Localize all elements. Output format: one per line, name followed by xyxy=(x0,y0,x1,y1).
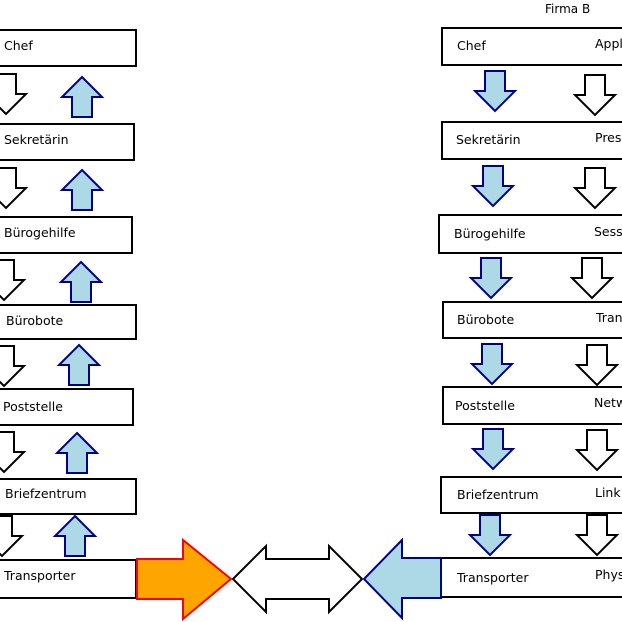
left-down-arrow-white-3 xyxy=(0,259,25,301)
right-down-arrow-blue-5 xyxy=(472,428,514,470)
right-layer-netw: Netw xyxy=(594,395,622,410)
right-layer-sess: Sess xyxy=(594,224,622,239)
left-up-arrow-blue-3 xyxy=(60,261,102,303)
left-label-transporter: Transporter xyxy=(4,568,76,583)
right-box-sekretaerin: Sekretärin Pres xyxy=(441,121,622,160)
right-layer-phys: Phys xyxy=(595,567,622,582)
right-label-briefzentrum: Briefzentrum xyxy=(457,487,539,502)
right-box-poststelle: Poststelle Netw xyxy=(442,386,622,425)
left-box-buerobote: Bürobote xyxy=(0,304,137,340)
left-box-briefzentrum: Briefzentrum xyxy=(0,478,137,515)
right-box-buerogehilfe: Bürogehilfe Sess xyxy=(438,214,622,254)
right-box-chef: Chef Appl xyxy=(441,27,622,66)
right-down-arrow-blue-4 xyxy=(471,343,513,385)
left-box-buerogehilfe: Bürogehilfe xyxy=(0,216,133,254)
left-label-chef: Chef xyxy=(4,38,33,53)
left-box-chef: Chef xyxy=(0,29,137,67)
left-label-poststelle: Poststelle xyxy=(3,399,63,414)
left-box-transporter: Transporter xyxy=(0,559,137,599)
left-up-arrow-blue-1 xyxy=(61,76,103,118)
right-down-arrow-white-2 xyxy=(574,167,616,209)
right-layer-appl: Appl xyxy=(595,36,622,51)
right-label-chef: Chef xyxy=(457,38,486,53)
right-down-arrow-blue-1 xyxy=(474,70,516,112)
right-box-buerobote: Bürobote Tran xyxy=(442,301,622,339)
left-box-sekretaerin: Sekretärin xyxy=(0,123,135,161)
right-down-arrow-blue-2 xyxy=(472,165,514,207)
left-box-poststelle: Poststelle xyxy=(0,388,134,426)
white-double-arrow xyxy=(231,543,364,615)
right-down-arrow-white-3 xyxy=(571,257,613,299)
left-up-arrow-blue-2 xyxy=(61,169,103,211)
left-down-arrow-white-5 xyxy=(0,431,25,473)
firm-b-header: Firma B xyxy=(545,2,591,16)
left-label-buerobote: Bürobote xyxy=(6,313,64,328)
right-label-poststelle: Poststelle xyxy=(455,398,515,413)
right-box-transporter: Transporter Phys xyxy=(440,557,622,598)
right-box-briefzentrum: Briefzentrum Link xyxy=(440,476,622,514)
right-label-transporter: Transporter xyxy=(457,570,529,585)
left-up-arrow-blue-5 xyxy=(56,432,98,474)
left-up-arrow-blue-4 xyxy=(58,344,100,386)
blue-left-arrow xyxy=(362,537,442,621)
right-down-arrow-white-4 xyxy=(576,344,618,386)
left-label-sekretaerin: Sekretärin xyxy=(4,132,69,147)
right-label-buerobote: Bürobote xyxy=(457,312,515,327)
right-label-sekretaerin: Sekretärin xyxy=(456,132,521,147)
right-down-arrow-blue-6 xyxy=(469,514,511,556)
right-down-arrow-white-1 xyxy=(574,74,616,116)
right-layer-tran: Tran xyxy=(596,310,622,325)
orange-right-arrow xyxy=(136,537,233,622)
left-label-buerogehilfe: Bürogehilfe xyxy=(4,225,76,240)
left-down-arrow-white-6 xyxy=(0,515,23,557)
right-down-arrow-blue-3 xyxy=(470,257,512,299)
left-down-arrow-white-2 xyxy=(0,167,27,209)
right-label-buerogehilfe: Bürogehilfe xyxy=(454,226,526,241)
right-layer-link: Link xyxy=(595,485,621,500)
left-down-arrow-white-4 xyxy=(0,345,25,387)
right-down-arrow-white-5 xyxy=(576,429,618,471)
right-down-arrow-white-6 xyxy=(576,514,618,556)
left-label-briefzentrum: Briefzentrum xyxy=(5,486,87,501)
left-up-arrow-blue-6 xyxy=(54,515,96,557)
left-down-arrow-white-1 xyxy=(0,73,27,115)
right-layer-pres: Pres xyxy=(595,130,622,145)
